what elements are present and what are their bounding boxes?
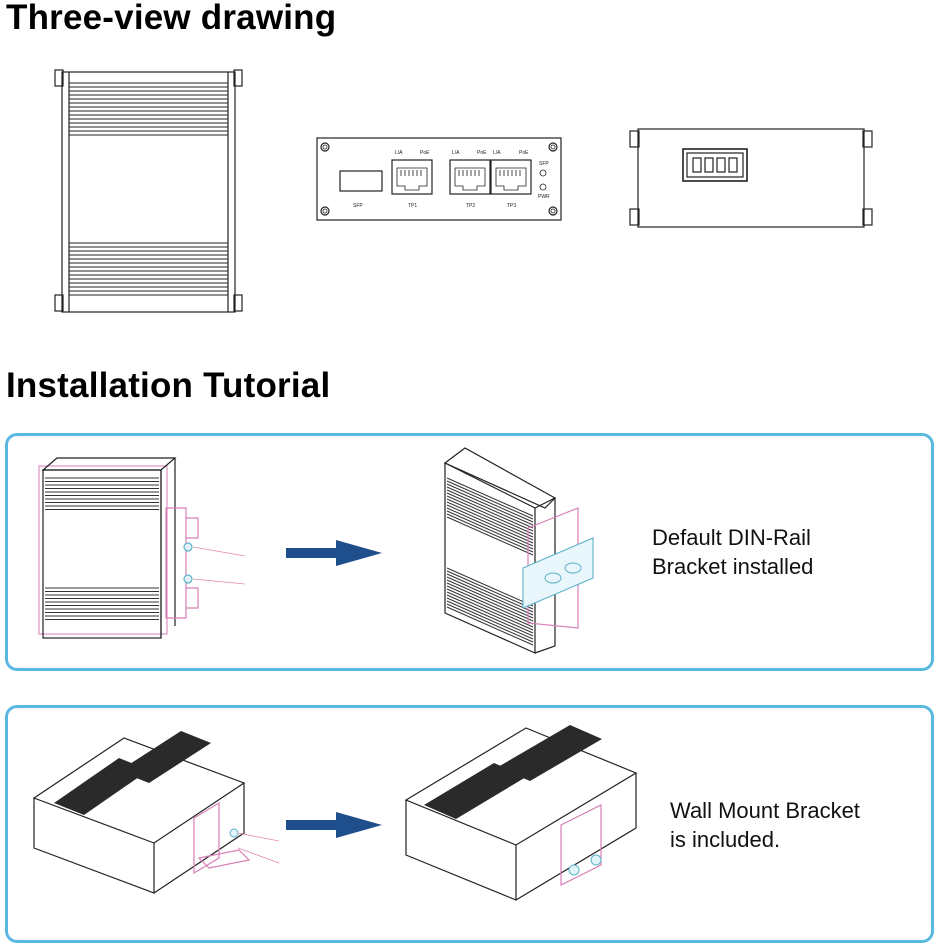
fin-line (446, 603, 534, 643)
din-rail-caption-line1: Default DIN-Rail (652, 525, 811, 550)
rj45-port-tp1 (391, 159, 433, 195)
wall-mount-step-panel: Wall Mount Bracket is included. (5, 705, 934, 943)
rj45-port-tp3 (490, 159, 532, 195)
sfp-slot (339, 170, 383, 192)
tp2-label: TP2 (466, 203, 475, 209)
heat-sink-fins-bottom (69, 242, 228, 296)
fin-line (446, 498, 534, 538)
fin-line (446, 501, 534, 541)
front-view-drawing: SFP L/A PoE TP1 L/A PoE TP2 L/A PoE TP3 … (316, 137, 562, 221)
rj45-port-tp2 (449, 159, 491, 195)
fin-line (446, 567, 534, 607)
fin-line (446, 510, 534, 550)
sfp-led (539, 169, 547, 177)
fin-line (446, 483, 534, 523)
sfp-led-label: SFP (539, 161, 549, 167)
tp3-led2-label: PoE (519, 150, 529, 156)
fin-line (446, 573, 534, 613)
pwr-led-label: PWR (538, 194, 550, 200)
tp3-label: TP3 (507, 203, 516, 209)
wall-mount-caption-line1: Wall Mount Bracket (670, 798, 860, 823)
sfp-label: SFP (353, 203, 363, 209)
fin-line (446, 477, 534, 517)
fin-line (446, 570, 534, 610)
device-wall-bracket-installed (404, 725, 638, 901)
device-with-din-rail-exploded (38, 457, 246, 639)
pwr-led (539, 183, 547, 191)
heat-sink-fins-top (69, 82, 228, 136)
device-with-wall-bracket-exploded (32, 731, 280, 894)
din-rail-step-panel: Default DIN-Rail Bracket installed (5, 433, 934, 671)
three-view-title: Three-view drawing (6, 0, 337, 37)
fin-line (446, 480, 534, 520)
fin-line (446, 492, 534, 532)
terminal-block (682, 148, 748, 182)
fin-line (446, 594, 534, 634)
device-din-rail-installed (443, 447, 594, 654)
tp2-led1-label: L/A (452, 150, 460, 156)
tp3-led1-label: L/A (493, 150, 501, 156)
installation-title: Installation Tutorial (6, 366, 331, 405)
right-arrow-icon (286, 540, 382, 566)
tp1-led1-label: L/A (395, 150, 403, 156)
din-rail-caption-line2: Bracket installed (652, 554, 814, 579)
fin-line (446, 606, 534, 646)
tp1-led2-label: PoE (420, 150, 430, 156)
fin-line (446, 507, 534, 547)
fin-line (446, 600, 534, 640)
fin-line (446, 489, 534, 529)
fin-line (446, 513, 534, 553)
din-rail-caption: Default DIN-Rail Bracket installed (652, 523, 813, 581)
fin-line (446, 486, 534, 526)
fin-line (446, 585, 534, 625)
wall-mount-caption-line2: is included. (670, 827, 781, 852)
fin-line (446, 504, 534, 544)
tp2-led2-label: PoE (477, 150, 487, 156)
fin-line (446, 588, 534, 628)
right-arrow-icon-2 (286, 812, 382, 838)
fin-line (446, 495, 534, 535)
wall-mount-caption: Wall Mount Bracket is included. (670, 796, 860, 854)
side-view-drawing (629, 128, 873, 228)
top-view-drawing (54, 69, 243, 313)
fin-line (446, 591, 534, 631)
fin-line (446, 582, 534, 622)
tp1-label: TP1 (408, 203, 417, 209)
fin-line (446, 576, 534, 616)
fin-line (446, 516, 534, 556)
fin-line (446, 579, 534, 619)
fin-line (446, 597, 534, 637)
